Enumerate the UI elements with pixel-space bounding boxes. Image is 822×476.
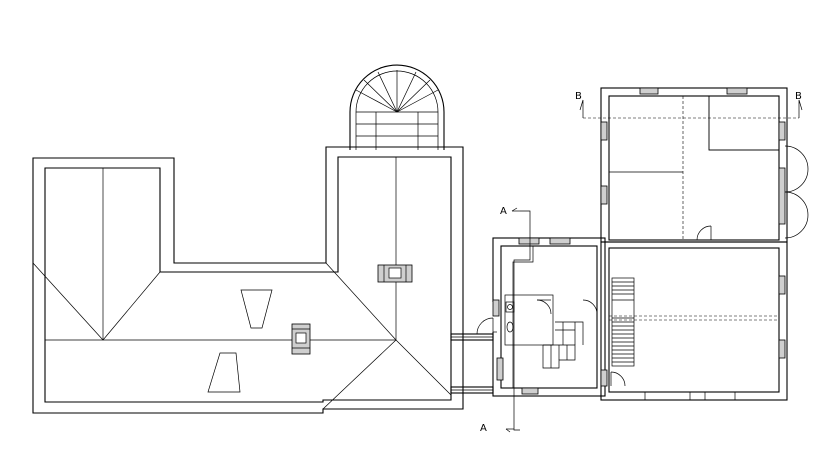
section-marker-b-right: B	[795, 91, 802, 102]
roof-dormer-lower	[207, 352, 241, 393]
section-marker-a-top: A	[500, 206, 507, 217]
window-right-top-1	[639, 87, 659, 95]
spiral-stair-rotunda	[349, 64, 445, 150]
interior-staircase	[542, 321, 584, 369]
middle-block	[476, 237, 606, 397]
roof-inner-outline	[44, 156, 452, 403]
door-swing-upper	[696, 225, 712, 241]
window-middle-top-1	[518, 237, 540, 245]
french-door-lower	[784, 191, 809, 239]
window-middle-top-2	[549, 237, 571, 245]
bathroom	[504, 294, 554, 346]
skylight-left	[291, 323, 311, 355]
section-marker-a-bottom: A	[480, 423, 487, 434]
door-swing-lower	[610, 371, 626, 387]
roof-outer-outline	[32, 146, 464, 414]
door-swing-left-entry	[476, 317, 494, 335]
connector-corridors	[450, 333, 494, 394]
skylight-right	[377, 264, 413, 283]
section-marker-b-left: B	[575, 91, 582, 102]
roof-plan-left-wing	[32, 146, 464, 414]
window-right-top-2	[726, 87, 748, 95]
section-line-b	[579, 99, 803, 119]
staircase-right	[611, 277, 635, 367]
section-line-a	[505, 207, 531, 433]
roof-dormer-upper	[240, 289, 273, 329]
french-door-upper	[784, 145, 809, 193]
right-block	[600, 87, 809, 401]
